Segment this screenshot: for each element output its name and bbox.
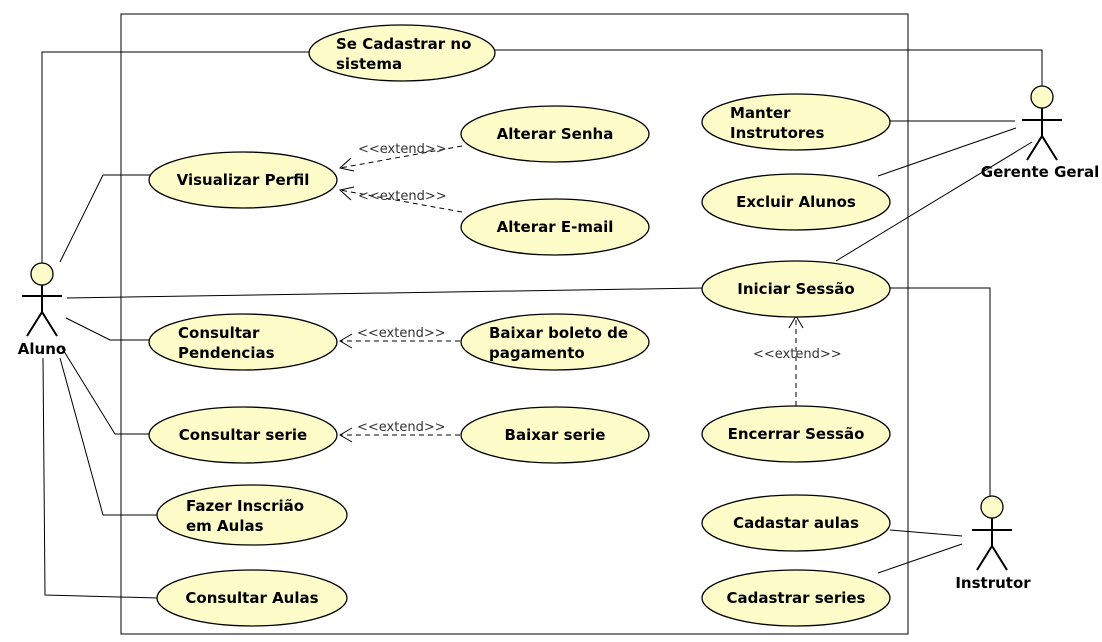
extend-label: <<extend>> <box>753 347 842 362</box>
use-case-consultar-pendencias[interactable]: Consultar Pendencias <box>148 313 338 371</box>
stick-figure-icon <box>1022 85 1062 161</box>
association-aluno-consultar-pendencias <box>65 317 150 341</box>
use-case-label: em Aulas <box>186 517 264 535</box>
association-instrutor-cadastrar-series <box>877 543 963 574</box>
use-case-label: Encerrar Sessão <box>728 425 865 443</box>
extend-label: <<extend>> <box>358 142 447 157</box>
use-case-label: Alterar E-mail <box>497 218 614 236</box>
use-case-label: Fazer Inscrião <box>186 497 304 515</box>
use-case-baixar-boleto[interactable]: Baixar boleto de pagamento <box>460 313 650 371</box>
use-case-label: Cadastar aulas <box>733 514 859 532</box>
use-case-alterar-email[interactable]: Alterar E-mail <box>460 198 650 256</box>
association-gerente-iniciar-sessao <box>835 141 1033 262</box>
use-case-label: sistema <box>336 55 402 73</box>
use-case-label: Manter <box>730 104 791 122</box>
stick-figure-icon <box>972 495 1012 571</box>
extend-relations: <<extend>> <<extend>> <<extend>> <<exten… <box>338 142 842 443</box>
association-aluno-consultar-serie <box>61 347 150 435</box>
use-case-label: Iniciar Sessão <box>737 280 854 298</box>
extend-alterar-email <box>339 189 463 213</box>
use-case-label: Baixar boleto de <box>489 324 628 342</box>
use-case-fazer-inscricao[interactable]: Fazer Inscrião em Aulas <box>156 484 348 546</box>
extend-alterar-senha <box>339 145 463 169</box>
use-case-visualizar-perfil[interactable]: Visualizar Perfil <box>148 151 338 209</box>
use-case-label: Consultar Aulas <box>185 589 318 607</box>
extend-label: <<extend>> <box>357 326 446 341</box>
extend-arrowhead <box>339 427 353 443</box>
use-case-label: Alterar Senha <box>497 125 614 143</box>
use-case-alterar-senha[interactable]: Alterar Senha <box>460 105 650 163</box>
extend-arrowhead <box>338 157 355 172</box>
actor-label: Instrutor <box>955 574 1031 592</box>
use-case-manter-instrutores[interactable]: Manter Instrutores <box>701 93 891 151</box>
actor-aluno[interactable]: Aluno <box>18 262 66 358</box>
associations <box>41 49 1043 599</box>
use-case-consultar-serie[interactable]: Consultar serie <box>148 406 338 464</box>
stick-figure-icon <box>22 262 62 337</box>
association-aluno-iniciar-sessao <box>66 287 704 299</box>
association-instrutor-cadastrar-aulas <box>889 529 963 537</box>
use-cases: Se Cadastrar no sistema Visualizar Perfi… <box>148 24 891 627</box>
use-case-excluir-alunos[interactable]: Excluir Alunos <box>701 173 891 231</box>
use-case-label: Excluir Alunos <box>736 193 856 211</box>
association-aluno-visualizar-perfil <box>59 174 150 263</box>
use-case-label: Baixar serie <box>505 426 606 444</box>
use-case-label: Consultar serie <box>179 426 307 444</box>
use-case-label: Visualizar Perfil <box>177 171 310 189</box>
association-gerente-cadastrar <box>494 49 1043 86</box>
association-aluno-consultar-aulas <box>42 357 159 599</box>
use-case-label: pagamento <box>489 344 585 362</box>
actor-label: Gerente Geral <box>981 163 1099 181</box>
use-case-baixar-serie[interactable]: Baixar serie <box>460 406 650 464</box>
association-instrutor-iniciar-sessao <box>890 287 991 496</box>
use-case-label: Consultar <box>178 324 260 342</box>
use-case-label: Pendencias <box>178 344 275 362</box>
use-case-cadastrar-aulas[interactable]: Cadastar aulas <box>701 494 891 552</box>
use-case-cadastrar-series[interactable]: Cadastrar series <box>701 569 891 627</box>
use-case-consultar-aulas[interactable]: Consultar Aulas <box>156 569 348 627</box>
use-case-iniciar-sessao[interactable]: Iniciar Sessão <box>701 260 891 318</box>
association-aluno-fazer-inscricao <box>59 357 158 516</box>
extend-arrowhead <box>339 333 353 349</box>
use-case-label: Instrutores <box>730 124 824 142</box>
actor-label: Aluno <box>18 340 66 358</box>
use-case-cadastrar-sistema[interactable]: Se Cadastrar no sistema <box>308 24 496 82</box>
extend-arrowhead <box>338 186 355 201</box>
association-aluno-cadastrar <box>41 51 310 263</box>
extend-label: <<extend>> <box>357 420 446 435</box>
use-case-label: Cadastrar series <box>727 589 866 607</box>
use-case-encerrar-sessao[interactable]: Encerrar Sessão <box>701 405 891 463</box>
actor-gerente-geral[interactable]: Gerente Geral <box>981 85 1099 181</box>
use-case-label: Se Cadastrar no <box>336 35 471 53</box>
actor-instrutor[interactable]: Instrutor <box>955 495 1031 592</box>
extend-label: <<extend>> <box>358 189 447 204</box>
association-gerente-excluir-alunos <box>877 127 1017 177</box>
